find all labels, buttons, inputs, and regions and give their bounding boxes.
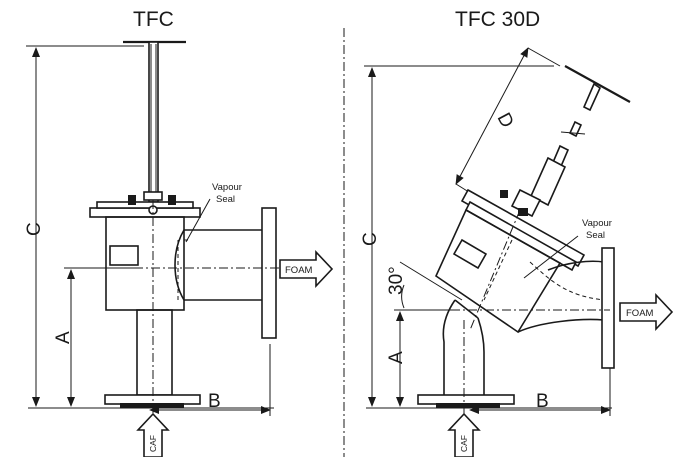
tfc30d-inlet-riser [417, 299, 515, 408]
tfc-dim-c-label: C [24, 222, 45, 236]
tfc30d-outlet-pipe [517, 247, 615, 369]
tfc-foam-arrow: FOAM [279, 249, 334, 289]
tfc30d-title: TFC 30D [455, 8, 540, 31]
tfc-vapour-seal-callout: Vapour Seal [185, 182, 242, 243]
tfc30d-dim-c-label: C [360, 232, 381, 246]
tfc-dim-a-label: A [53, 331, 74, 344]
tfc30d-dimension-a: A [386, 309, 460, 407]
tfc30d-foam-arrow: FOAM [619, 292, 674, 332]
tfc-callout-line2: Seal [216, 194, 235, 205]
tfc30d-dimension-b: B [469, 360, 611, 416]
tfc30d-callout-line2: Seal [586, 230, 605, 241]
tfc-chamber-body [105, 216, 190, 311]
tfc-dim-b-label: B [208, 391, 221, 412]
tfc-handle-rod [123, 40, 186, 203]
tfc30d-dim-d-label: D [493, 109, 518, 131]
tfc30d-chamber-body [434, 208, 562, 334]
tfc-title: TFC [133, 8, 174, 31]
tfc-dimension-a: A [53, 267, 134, 407]
tfc-dimension-c: C [24, 45, 144, 407]
tfc-callout-line1: Vapour [212, 182, 242, 193]
tfc-dimension-b: B [149, 344, 271, 416]
tfc30d-callout-line1: Vapour [582, 218, 612, 229]
tfc30d-dim-a-label: A [386, 351, 407, 364]
tfc-foam-label: FOAM [285, 265, 313, 276]
tfc30d-vapour-seal-callout: Vapour Seal [523, 218, 612, 279]
tfc30d-caf-label: CAF [459, 435, 469, 452]
tfc30d-handle-rod [500, 65, 631, 218]
tfc30d-angle-label: 30° [386, 266, 407, 295]
tfc30d-view: TFC 30D C A 30° B [360, 8, 674, 457]
tfc-caf-label: CAF [148, 435, 158, 452]
tfc30d-caf-arrow: CAF [447, 412, 481, 457]
tfc-view: TFC C A B [24, 8, 334, 457]
tfc30d-angle-marker: 30° [386, 261, 463, 309]
tfc-outlet-pipe [174, 207, 277, 339]
tfc-caf-arrow: CAF [136, 412, 170, 457]
tfc30d-dim-b-label: B [536, 391, 549, 412]
tfc30d-top-cover [460, 188, 586, 272]
tfc30d-foam-label: FOAM [626, 308, 654, 319]
